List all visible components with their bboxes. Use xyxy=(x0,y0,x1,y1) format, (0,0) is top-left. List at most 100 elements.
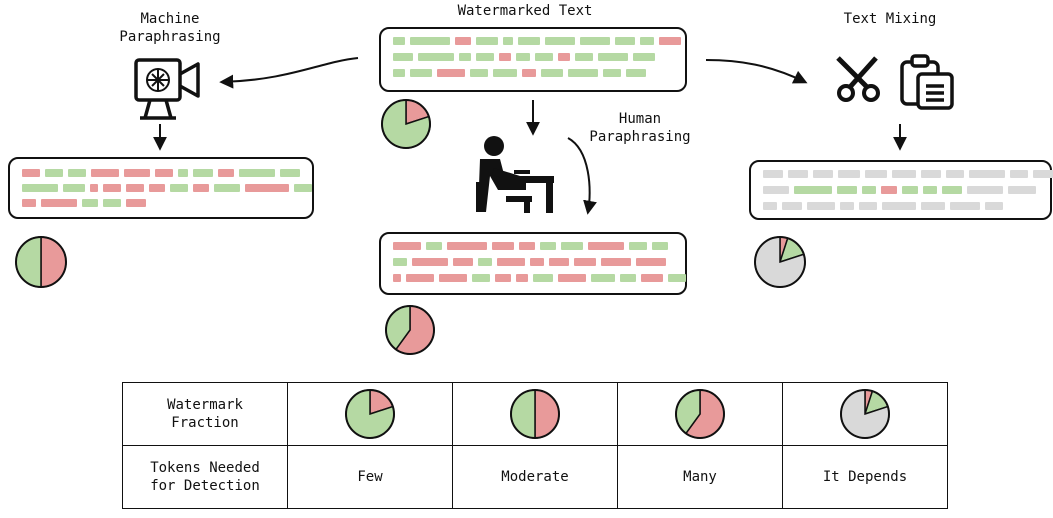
token-green xyxy=(518,37,540,45)
table-pie-moderate xyxy=(510,389,560,439)
token-gray xyxy=(921,202,945,210)
token-green xyxy=(393,53,413,61)
pie-slice-green xyxy=(15,236,42,288)
token-green xyxy=(942,186,962,194)
token-gray xyxy=(967,186,1003,194)
token-green xyxy=(668,274,686,282)
pie-slice-red xyxy=(40,236,67,288)
human-paraphrasing-label: Human Paraphrasing xyxy=(589,111,691,145)
token-red xyxy=(492,242,514,250)
token-red xyxy=(218,169,234,177)
token-green xyxy=(902,186,918,194)
token-gray xyxy=(763,202,777,210)
token-red xyxy=(453,258,473,266)
token-red xyxy=(641,274,663,282)
token-gray xyxy=(813,170,833,178)
cell-detection-moderate: Moderate xyxy=(452,445,618,509)
scissors-icon xyxy=(836,56,880,102)
cell-detection-few: Few xyxy=(287,445,453,509)
machine-paraphrasing-label: Machine Paraphrasing xyxy=(119,11,221,45)
token-green xyxy=(418,53,454,61)
token-green xyxy=(837,186,857,194)
token-red xyxy=(103,184,121,192)
token-green xyxy=(393,37,405,45)
token-red xyxy=(516,274,528,282)
token-green xyxy=(615,37,635,45)
token-green xyxy=(410,69,432,77)
token-red xyxy=(522,69,536,77)
token-red xyxy=(91,169,119,177)
token-gray xyxy=(763,170,783,178)
token-red xyxy=(447,242,487,250)
token-green xyxy=(626,69,646,77)
token-green xyxy=(575,53,593,61)
watermarked-text-label: Watermarked Text xyxy=(457,3,593,19)
token-green xyxy=(493,69,517,77)
token-gray xyxy=(840,202,854,210)
token-green xyxy=(294,184,312,192)
token-green xyxy=(82,199,98,207)
token-green xyxy=(103,199,121,207)
cell-fraction-many xyxy=(617,382,783,446)
pie-outline xyxy=(675,389,725,439)
token-red xyxy=(126,184,144,192)
token-gray xyxy=(921,170,941,178)
token-red xyxy=(149,184,165,192)
token-green xyxy=(620,274,636,282)
token-red xyxy=(393,274,401,282)
token-red xyxy=(881,186,897,194)
arrow-to-mixing xyxy=(705,59,808,84)
token-red xyxy=(41,199,77,207)
token-gray xyxy=(788,170,808,178)
table-pie-many xyxy=(675,389,725,439)
token-red xyxy=(155,169,173,177)
token-red xyxy=(22,199,36,207)
token-green xyxy=(568,69,598,77)
token-green xyxy=(598,53,628,61)
token-red xyxy=(588,242,624,250)
clipboard-icon xyxy=(900,54,954,110)
token-green xyxy=(68,169,86,177)
cell-fraction-few xyxy=(287,382,453,446)
token-red xyxy=(549,258,569,266)
pie-outline xyxy=(345,389,395,439)
cell-detection-depends: It Depends xyxy=(782,445,948,509)
token-green xyxy=(239,169,275,177)
token-gray xyxy=(1008,186,1036,194)
token-red xyxy=(124,169,150,177)
pie-slice-red xyxy=(534,389,560,439)
token-gray xyxy=(865,170,887,178)
token-green xyxy=(214,184,240,192)
token-gray xyxy=(1010,170,1028,178)
token-green xyxy=(603,69,621,77)
token-red xyxy=(636,258,666,266)
pie-outline xyxy=(510,389,560,439)
token-green xyxy=(63,184,85,192)
token-green xyxy=(591,274,615,282)
token-green xyxy=(862,186,876,194)
pie-outline xyxy=(385,305,435,355)
token-red xyxy=(437,69,465,77)
token-red xyxy=(245,184,289,192)
token-green xyxy=(476,53,494,61)
pie-outline xyxy=(381,99,431,149)
token-green xyxy=(22,184,58,192)
machine-paraphrased-text-box xyxy=(8,157,314,219)
watermark-fraction-pie-watermarked xyxy=(381,99,431,149)
token-red xyxy=(499,53,511,61)
chatbot-camera-icon xyxy=(134,58,200,120)
token-gray xyxy=(807,202,835,210)
watermark-fraction-pie-mixing xyxy=(754,236,806,288)
token-green xyxy=(545,37,575,45)
token-green xyxy=(459,53,471,61)
row-header-watermark-fraction: Watermark Fraction xyxy=(122,382,288,446)
token-green xyxy=(535,53,553,61)
pie-slice-green xyxy=(510,389,536,439)
person-writing-icon xyxy=(476,136,554,213)
token-green xyxy=(541,69,563,77)
openai-logo xyxy=(146,68,170,92)
text-mixing-label: Text Mixing xyxy=(843,11,937,27)
token-gray xyxy=(985,202,1003,210)
human-paraphrased-text-box xyxy=(379,232,687,295)
